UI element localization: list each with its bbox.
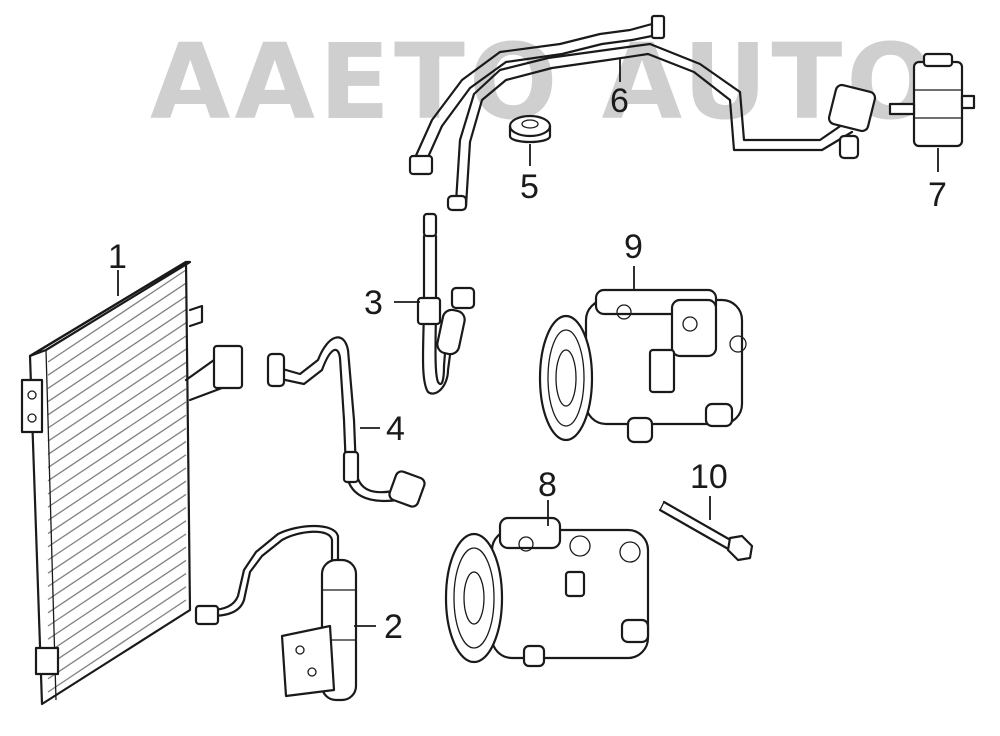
- part-7-expansion-valve[interactable]: [888, 52, 976, 148]
- callout-8: 8: [538, 466, 557, 504]
- callout-6: 6: [610, 82, 629, 120]
- callout-1: 1: [108, 238, 127, 276]
- part-4-hose[interactable]: [266, 336, 426, 508]
- part-3-hose[interactable]: [416, 212, 476, 395]
- callout-3: 3: [364, 284, 383, 322]
- part-8-compressor[interactable]: [444, 516, 650, 668]
- callout-5: 5: [520, 168, 539, 206]
- callout-9: 9: [624, 228, 643, 266]
- part-5-washer[interactable]: [508, 114, 552, 144]
- part-6-line-assembly[interactable]: [408, 14, 877, 212]
- part-1-condenser[interactable]: [20, 260, 244, 706]
- callout-10: 10: [690, 458, 728, 496]
- callout-leaders: [117, 58, 939, 627]
- part-2-receiver-drier[interactable]: [194, 525, 358, 702]
- callout-7: 7: [928, 176, 947, 214]
- part-9-compressor[interactable]: [538, 288, 747, 444]
- part-10-bolt[interactable]: [658, 500, 754, 562]
- callout-2: 2: [384, 608, 403, 646]
- callout-4: 4: [386, 410, 405, 448]
